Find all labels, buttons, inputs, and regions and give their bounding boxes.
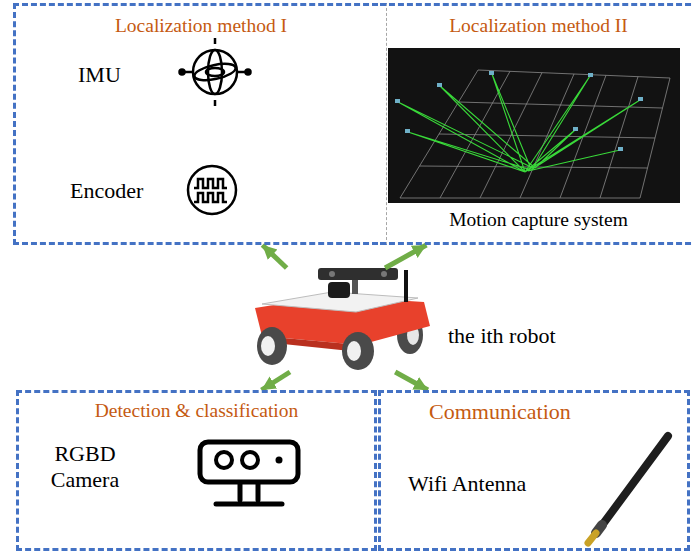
robot-lens	[381, 271, 387, 277]
robot-hub	[261, 336, 275, 356]
box-label: IMU	[78, 62, 121, 88]
arrow-connector	[385, 245, 426, 268]
imu-gimbal	[193, 61, 237, 83]
capture-background	[388, 48, 680, 203]
capture-cameras	[395, 71, 643, 151]
robot-lens	[329, 271, 335, 277]
encoder-icon	[188, 166, 236, 214]
encoder-ring	[188, 166, 236, 214]
capture-camera	[405, 129, 410, 133]
camera-icon	[200, 442, 298, 504]
imu-dot	[246, 70, 251, 75]
motion-capture-picture	[388, 48, 680, 203]
capture-camera	[437, 83, 442, 87]
robot-wheel	[342, 332, 374, 370]
capture-camera	[618, 147, 623, 151]
camera-lens	[242, 452, 258, 468]
imu-tick	[214, 38, 217, 44]
robot-picture	[255, 268, 430, 370]
imu-dot	[180, 70, 185, 75]
camera-housing	[200, 442, 298, 482]
box-heading: Localization method II	[380, 14, 693, 37]
region-box: Localization method II Motion capture sys…	[380, 3, 693, 245]
robot-hub	[347, 341, 361, 361]
imu-ring	[193, 50, 237, 94]
box-label: RGBD Camera	[45, 441, 125, 494]
box-label: the ith robot	[448, 323, 556, 349]
camera-sensor	[276, 457, 283, 464]
antenna-rod	[600, 436, 668, 528]
robot-node: the ith robot	[248, 268, 432, 372]
imu-rotor	[206, 68, 224, 76]
box-label: Wifi Antenna	[408, 471, 526, 497]
box-label: Encoder	[70, 178, 143, 204]
encoder-wave	[194, 193, 227, 202]
capture-camera	[638, 97, 643, 101]
capture-camera	[588, 73, 593, 77]
antenna-connector	[588, 533, 596, 543]
capture-camera	[573, 127, 578, 131]
camera-base	[216, 502, 282, 507]
robot-lidar	[328, 282, 350, 298]
robot-camera	[318, 268, 398, 280]
box-label: Motion capture system	[380, 208, 693, 231]
capture-rays	[398, 74, 640, 172]
robot-mount	[352, 278, 358, 294]
capture-camera	[395, 99, 400, 103]
region-box: CommunicationWifi Antenna	[378, 390, 690, 551]
arrow-connector	[261, 372, 289, 390]
capture-grid	[400, 70, 670, 198]
imu-tick	[214, 100, 217, 106]
robot-wheel	[257, 327, 287, 365]
camera-lens	[216, 452, 232, 468]
camera-stand	[240, 484, 258, 500]
imu-icon	[180, 38, 251, 106]
robot-antenna	[404, 270, 408, 302]
region-box: Detection & classificationRGBD Camera	[16, 390, 377, 551]
antenna-picture	[588, 436, 668, 543]
box-heading: Detection & classification	[19, 399, 374, 422]
imu-tick	[185, 71, 192, 74]
arrow-connector	[395, 372, 428, 390]
box-heading: Localization method I	[16, 14, 386, 37]
imu-tick	[238, 71, 245, 74]
encoder-wave	[194, 179, 227, 188]
imu-gimbal	[208, 50, 222, 94]
region-box: Localization method I IMU Encoder	[13, 3, 387, 245]
capture-camera	[489, 71, 494, 75]
arrow-connector	[262, 245, 286, 268]
box-heading: Communication	[429, 399, 571, 425]
